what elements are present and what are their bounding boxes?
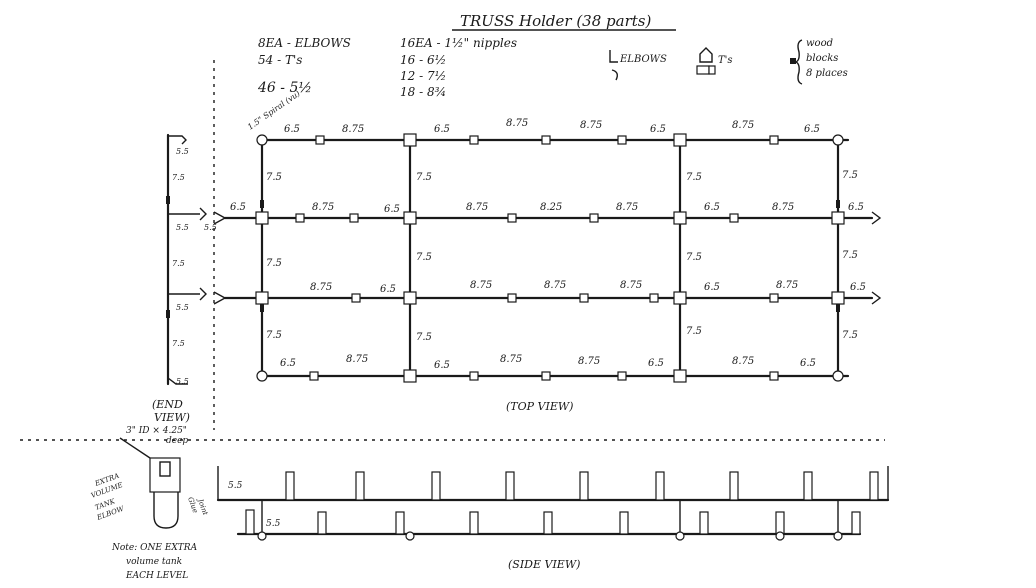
parts-8-75: 18 - 8¾ — [400, 85, 446, 99]
end-d1: 5.5 — [176, 147, 189, 156]
r4-d5: 8.75 — [578, 356, 600, 367]
r4-d2: 8.75 — [346, 354, 368, 365]
r1-d7: 8.75 — [732, 120, 754, 131]
r1-d1: 6.5 — [284, 124, 300, 135]
r1-d5: 8.75 — [580, 120, 602, 131]
end-view-label-1: (END — [152, 398, 183, 411]
legend-blocks-line1: wood — [806, 38, 833, 49]
side-dim-inner: 5.5 — [266, 519, 281, 529]
r2-d5: 8.25 — [540, 202, 562, 213]
r4-d8: 6.5 — [800, 358, 816, 369]
end-d3: 5.5 — [176, 223, 189, 232]
r1-d8: 6.5 — [804, 124, 820, 135]
r1-d4: 8.75 — [506, 118, 528, 129]
r3-d5: 8.75 — [620, 280, 642, 291]
note-1: Note: ONE EXTRA — [111, 543, 198, 553]
glue-1: Glue — [186, 496, 199, 514]
r1-d2: 8.75 — [342, 124, 364, 135]
vl-d3: 7.5 — [266, 330, 282, 341]
note-3: EACH LEVEL — [125, 571, 188, 581]
side-view — [216, 466, 890, 541]
vm-d1: 7.5 — [416, 172, 432, 183]
parts-5-5: 46 - 5½ — [257, 80, 312, 96]
r2-d9: 6.5 — [848, 202, 864, 213]
r1-d6: 6.5 — [650, 124, 666, 135]
r2-d8: 8.75 — [772, 202, 794, 213]
r3-d2: 6.5 — [380, 284, 396, 295]
legend-blocks-line3: 8 places — [806, 68, 848, 79]
r4-d4: 8.75 — [500, 354, 522, 365]
vr2-d3: 7.5 — [842, 330, 858, 341]
r4-d1: 6.5 — [280, 358, 296, 369]
vl-d2: 7.5 — [266, 258, 282, 269]
legend-elbows-label: ELBOWS — [619, 54, 667, 65]
end-view-spec-2: deep — [166, 436, 188, 446]
vr1-d3: 7.5 — [686, 326, 702, 337]
r2-d1: 6.5 — [230, 202, 246, 213]
r2-d2: 8.75 — [312, 202, 334, 213]
vr1-d2: 7.5 — [686, 252, 702, 263]
vm-d3: 7.5 — [416, 332, 432, 343]
parts-7-5: 12 - 7½ — [400, 69, 446, 83]
r2-d6: 8.75 — [616, 202, 638, 213]
r2-d3: 6.5 — [384, 204, 400, 215]
top-view-label: (TOP VIEW) — [506, 400, 573, 413]
legend-tees-label: T's — [718, 55, 733, 66]
top-view-grid — [213, 133, 882, 383]
legend-block-symbol — [790, 39, 803, 85]
parts-tees: 54 - T's — [258, 53, 302, 67]
end-strip — [166, 133, 207, 386]
r3-d1: 8.75 — [310, 282, 332, 293]
end-view-spec-1: 3" ID × 4.25" — [126, 426, 187, 436]
r3-d4: 8.75 — [544, 280, 566, 291]
parts-6-5: 16 - 6½ — [400, 53, 446, 67]
parts-elbows: 8EA - ELBOWS — [258, 36, 351, 50]
legend-tee-symbol — [696, 47, 716, 75]
end-view-label-2: VIEW) — [154, 411, 190, 424]
r1-d3: 6.5 — [434, 124, 450, 135]
parts-nipples: 16EA - 1½" nipples — [400, 36, 517, 50]
end-d4: 5.5 — [204, 223, 217, 232]
vr2-d2: 7.5 — [842, 250, 858, 261]
r2-d7: 6.5 — [704, 202, 720, 213]
r4-d3: 6.5 — [434, 360, 450, 371]
r3-d7: 8.75 — [776, 280, 798, 291]
drawing-title: TRUSS Holder (38 parts) — [460, 12, 651, 30]
end-d8: 5.5 — [176, 377, 189, 386]
r3-d8: 6.5 — [850, 282, 866, 293]
legend-elbow-symbol — [609, 50, 619, 81]
vl-d1: 7.5 — [266, 172, 282, 183]
end-d2: 7.5 — [172, 173, 185, 182]
vr1-d1: 7.5 — [686, 172, 702, 183]
r3-d3: 8.75 — [470, 280, 492, 291]
r4-d6: 6.5 — [648, 358, 664, 369]
end-view-tank — [119, 437, 181, 529]
end-d5: 7.5 — [172, 259, 185, 268]
r3-d6: 6.5 — [704, 282, 720, 293]
r4-d7: 8.75 — [732, 356, 754, 367]
end-d6: 5.5 — [176, 303, 189, 312]
side-dim-top: 5.5 — [228, 481, 243, 491]
vm-d2: 7.5 — [416, 252, 432, 263]
legend-blocks-line2: blocks — [806, 53, 838, 64]
end-d7: 7.5 — [172, 339, 185, 348]
side-view-label: (SIDE VIEW) — [508, 558, 580, 571]
note-2: volume tank — [126, 557, 182, 567]
vr2-d1: 7.5 — [842, 170, 858, 181]
r2-d4: 8.75 — [466, 202, 488, 213]
